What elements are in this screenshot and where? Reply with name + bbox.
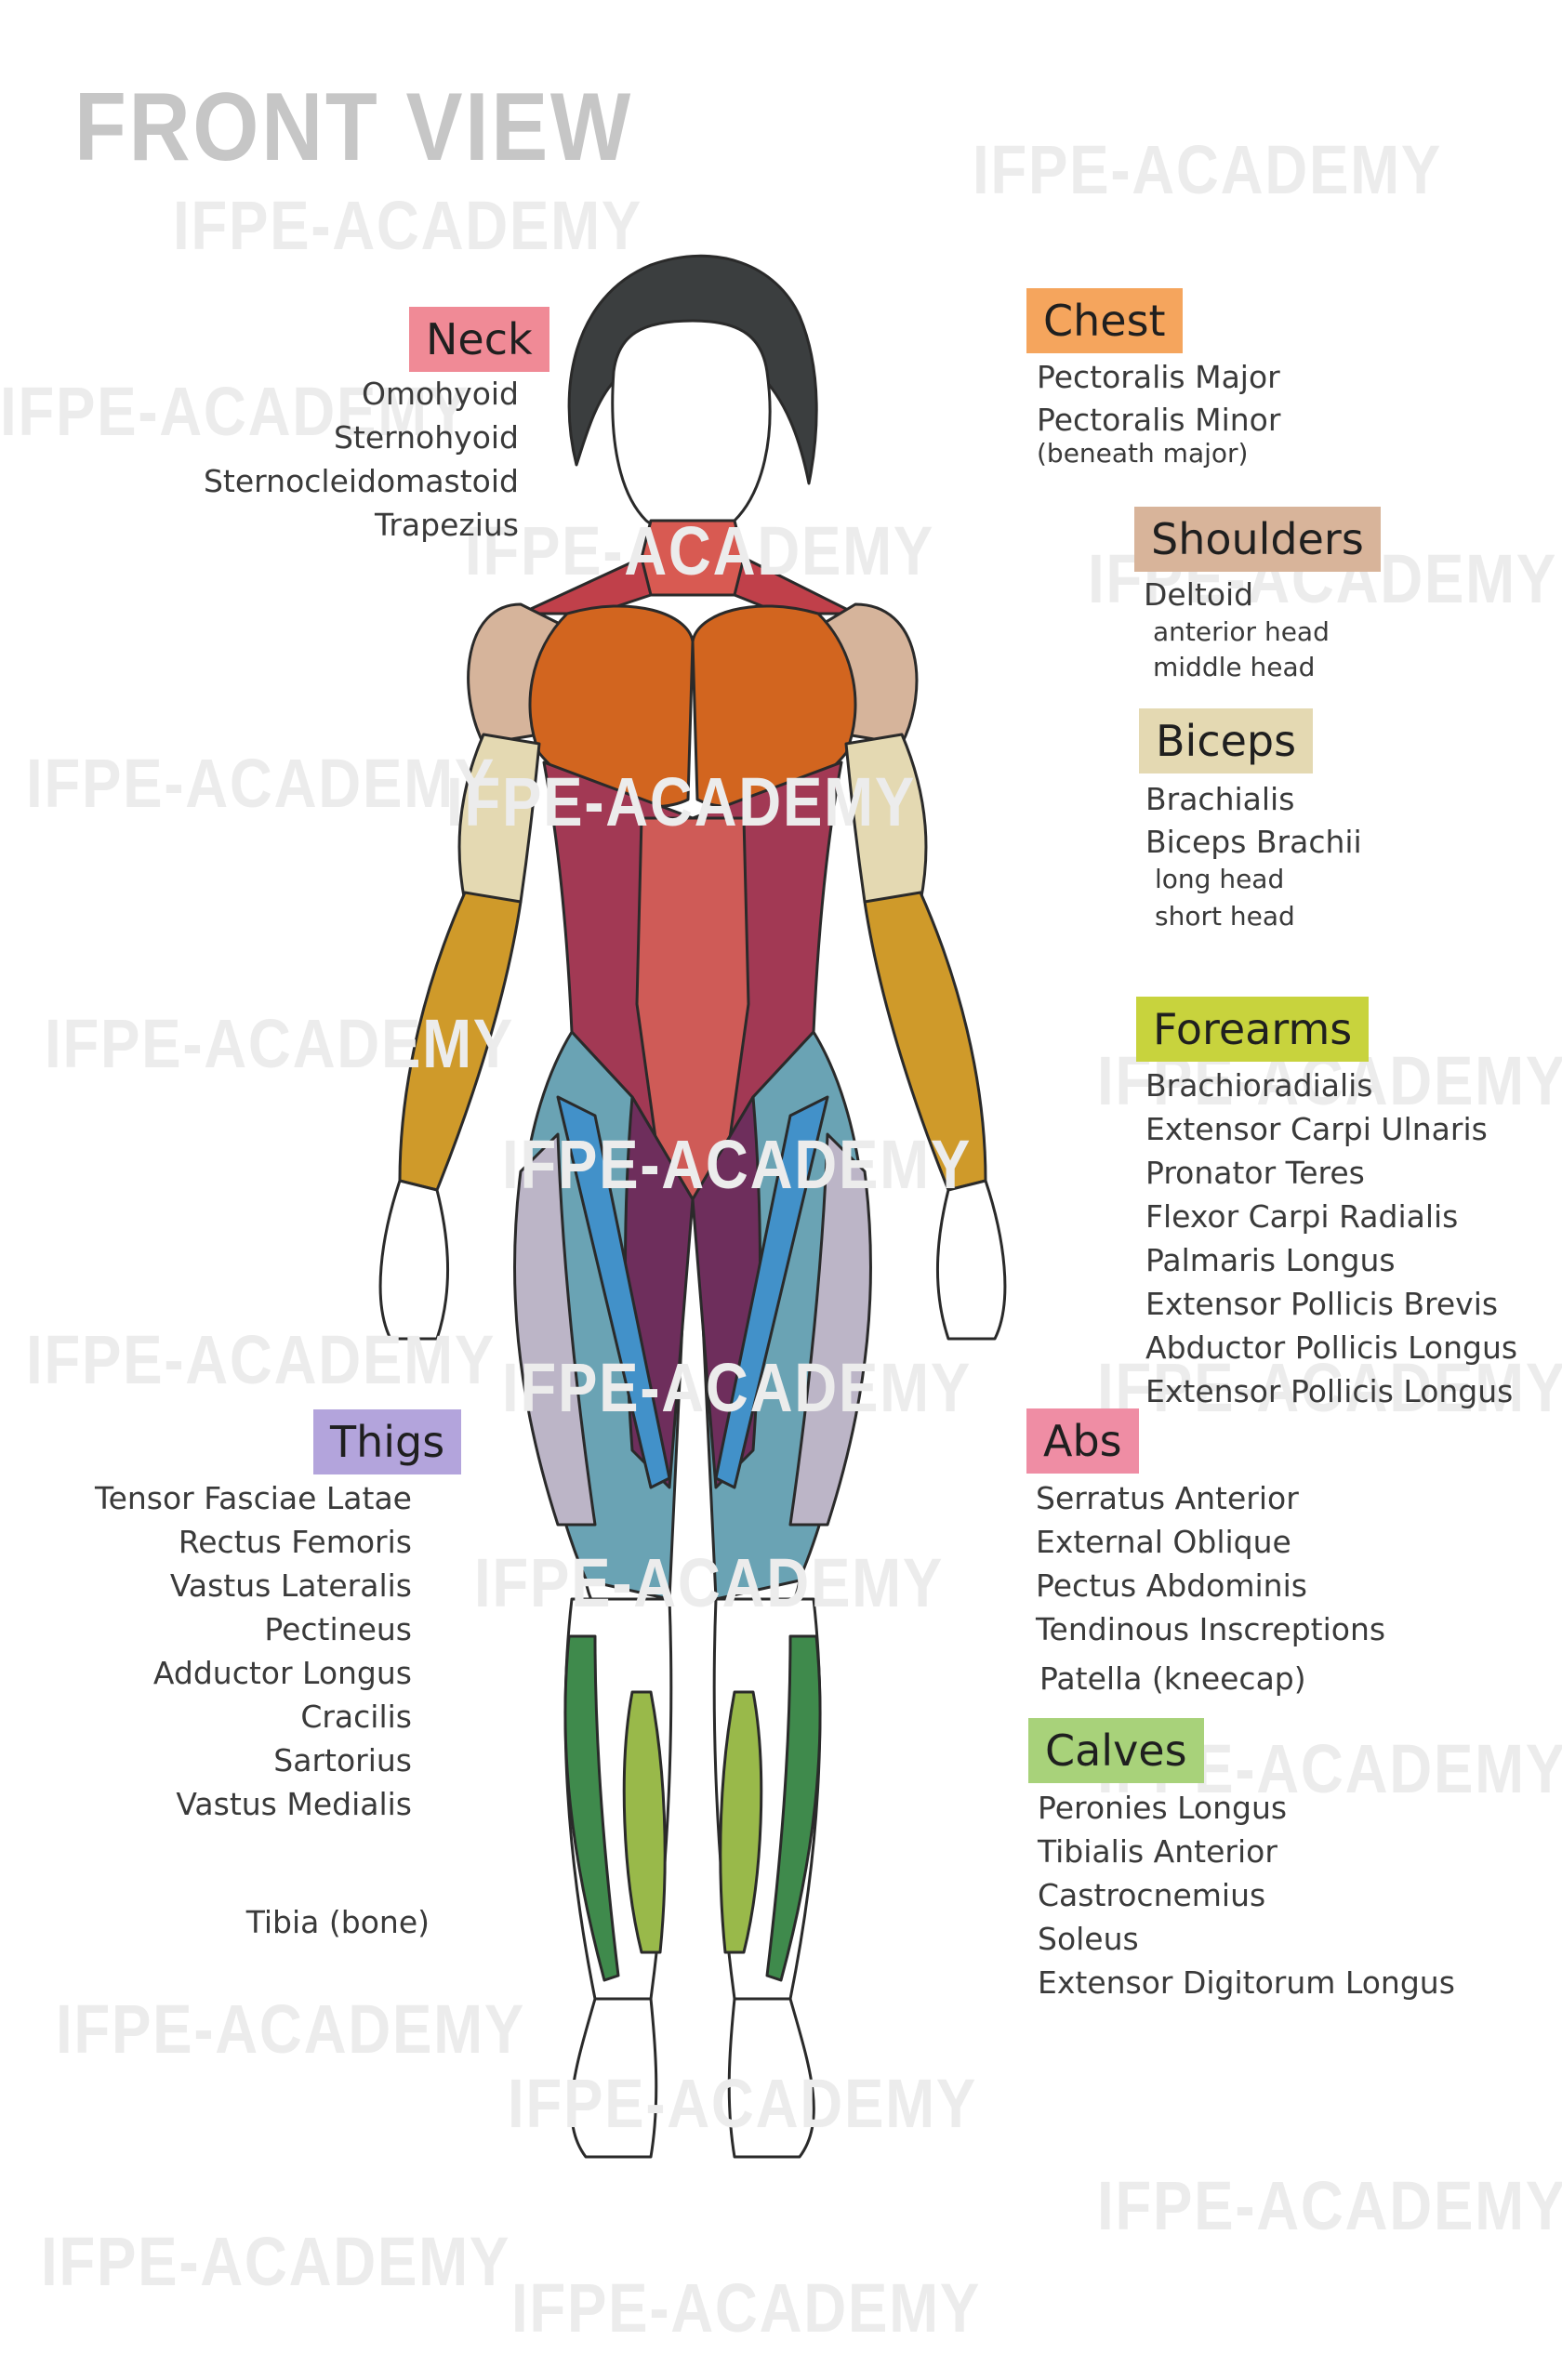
foot-left (570, 1997, 658, 2159)
label-tendinous-inscreptions: Tendinous Inscreptions (1036, 1611, 1386, 1647)
label-vastus-lateralis: Vastus Lateralis (169, 1567, 412, 1604)
watermark: IFPE-ACADEMY (508, 2065, 978, 2142)
watermark: IFPE-ACADEMY (511, 2269, 982, 2347)
tag-calves: Calves (1028, 1718, 1204, 1783)
label-tibia: Tibia (bone) (245, 1904, 430, 1940)
label-rectus-femoris: Rectus Femoris (178, 1524, 412, 1560)
label-abductor-pollicis-longus: Abductor Pollicis Longus (1145, 1329, 1518, 1366)
watermark: IFPE-ACADEMY (465, 512, 935, 589)
watermark: IFPE-ACADEMY (173, 187, 643, 264)
label-deltoid-anterior-head: anterior head (1153, 616, 1330, 647)
face (611, 319, 772, 536)
tag-neck: Neck (409, 307, 549, 372)
label-palmaris-longus: Palmaris Longus (1145, 1242, 1396, 1278)
label-vastus-medialis: Vastus Medialis (176, 1786, 412, 1822)
watermark: IFPE-ACADEMY (1097, 1349, 1562, 1426)
label-patella: Patella (kneecap) (1039, 1660, 1306, 1697)
label-pectoralis-minor: Pectoralis Minor (1037, 402, 1281, 438)
label-biceps-brachii: Biceps Brachii (1145, 824, 1362, 860)
label-deltoid: Deltoid (1144, 576, 1254, 613)
label-extensor-pollicis-longus: Extensor Pollicis Longus (1145, 1373, 1514, 1409)
watermark: IFPE-ACADEMY (1097, 2167, 1562, 2244)
calf-muscle-left-b (622, 1690, 667, 1954)
label-brachioradialis: Brachioradialis (1145, 1067, 1373, 1104)
watermark: IFPE-ACADEMY (45, 1005, 515, 1082)
tag-biceps: Biceps (1139, 708, 1314, 774)
watermark: IFPE-ACADEMY (474, 1544, 945, 1621)
tag-abs: Abs (1026, 1408, 1139, 1474)
label-castrocnemius: Castrocnemius (1038, 1877, 1266, 1913)
label-tibialis-anterior: Tibialis Anterior (1038, 1833, 1277, 1870)
sartorius-right (714, 1095, 829, 1489)
label-cracilis: Cracilis (300, 1699, 412, 1735)
label-omohyoid: Omohyoid (361, 376, 519, 412)
hand-right (936, 1179, 1007, 1341)
label-extensor-digitorum-longus: Extensor Digitorum Longus (1038, 1964, 1455, 2001)
label-pectoralis-minor-note: (beneath major) (1037, 438, 1249, 469)
label-deltoid-middle-head: middle head (1153, 652, 1316, 682)
label-flexor-carpi-radialis: Flexor Carpi Radialis (1145, 1198, 1459, 1235)
label-pectoralis-major: Pectoralis Major (1037, 359, 1280, 395)
label-soleus: Soleus (1038, 1921, 1139, 1957)
label-peronies-longus: Peronies Longus (1038, 1790, 1288, 1826)
label-sternohyoid: Sternohyoid (333, 419, 519, 456)
vastus-right (788, 1132, 872, 1527)
sartorius-left (556, 1095, 671, 1489)
label-serratus-anterior: Serratus Anterior (1036, 1480, 1299, 1516)
label-external-oblique: External Oblique (1036, 1524, 1291, 1560)
label-pronator-teres: Pronator Teres (1145, 1155, 1365, 1191)
calf-muscle-right-b (719, 1690, 763, 1954)
label-trapezius: Trapezius (375, 507, 519, 543)
label-biceps-long-head: long head (1155, 864, 1285, 894)
tag-forearms: Forearms (1136, 997, 1370, 1062)
label-sternocleidomastoid: Sternocleidomastoid (203, 463, 519, 499)
watermark: IFPE-ACADEMY (26, 745, 496, 822)
tag-thighs: Thigs (313, 1409, 462, 1474)
watermark: IFPE-ACADEMY (56, 1990, 526, 2068)
tag-shoulders: Shoulders (1134, 507, 1381, 572)
tag-chest: Chest (1026, 288, 1183, 353)
label-brachialis: Brachialis (1145, 781, 1295, 817)
watermark: IFPE-ACADEMY (502, 1126, 973, 1203)
label-extensor-carpi-ulnaris: Extensor Carpi Ulnaris (1145, 1111, 1488, 1147)
page-title: FRONT VIEW (74, 73, 633, 181)
label-tensor-fasciae-latae: Tensor Fasciae Latae (95, 1480, 412, 1516)
vastus-left (513, 1132, 597, 1527)
watermark: IFPE-ACADEMY (26, 1321, 496, 1398)
label-pectus-abdominis: Pectus Abdominis (1036, 1567, 1307, 1604)
watermark: IFPE-ACADEMY (0, 373, 470, 450)
label-biceps-short-head: short head (1155, 901, 1295, 932)
hand-left (378, 1179, 449, 1341)
calf-muscle-left-a (563, 1634, 620, 1982)
label-extensor-pollicis-brevis: Extensor Pollicis Brevis (1145, 1286, 1499, 1322)
watermark: IFPE-ACADEMY (41, 2223, 511, 2300)
watermark: IFPE-ACADEMY (446, 763, 917, 840)
label-sartorius: Sartorius (273, 1742, 412, 1778)
label-adductor-longus: Adductor Longus (152, 1655, 412, 1691)
watermark: IFPE-ACADEMY (502, 1349, 973, 1426)
foot-right (727, 1997, 815, 2159)
calf-muscle-right-a (765, 1634, 822, 1982)
watermark: IFPE-ACADEMY (973, 131, 1443, 208)
label-pectineus: Pectineus (264, 1611, 412, 1647)
